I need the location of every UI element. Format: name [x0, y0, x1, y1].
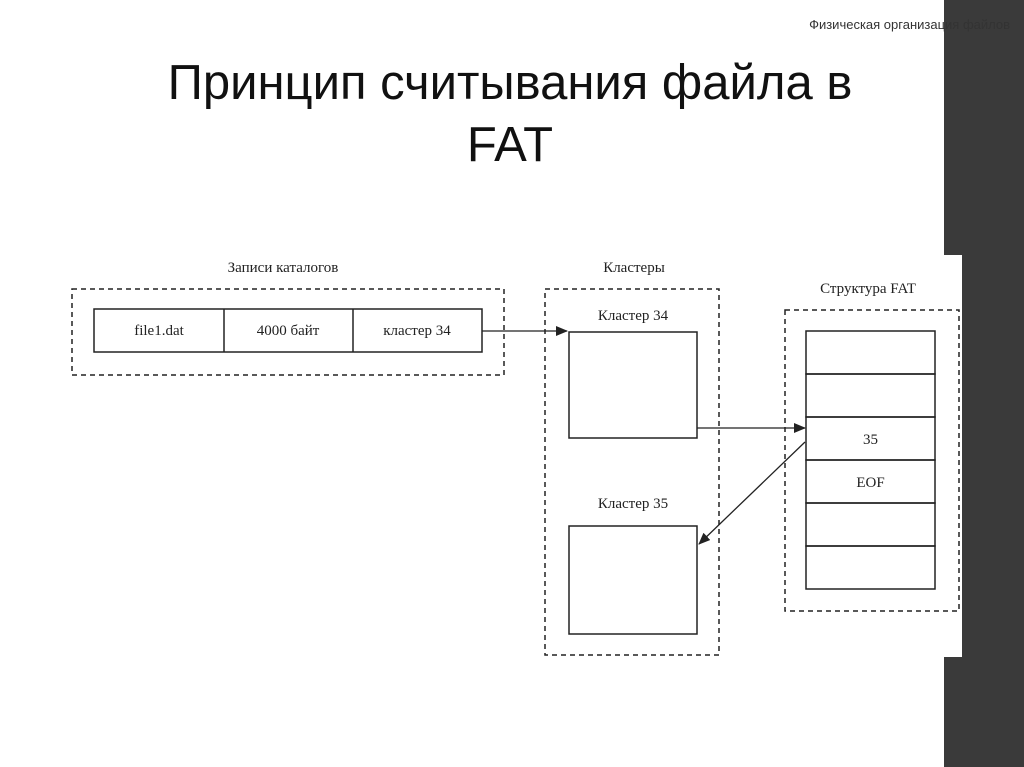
clusters-group-label: Кластеры: [603, 260, 665, 276]
directory-entry-file-name: file1.dat: [134, 323, 184, 339]
slide-title-line-1: Принцип считывания файла в: [167, 56, 853, 110]
cluster-35-label: Кластер 35: [598, 496, 668, 512]
fat-cell: [805, 373, 936, 418]
fat-cell: [805, 330, 936, 375]
slide-title: Принцип считывания файла в FAT: [30, 52, 990, 176]
directory-entry-file-size: 4000 байт: [257, 323, 320, 339]
slide-title-line-2: FAT: [466, 118, 554, 172]
fat-group-label: Структура FAT: [820, 281, 916, 297]
side-bar-top: [944, 0, 1024, 255]
fat-group-frame: [784, 309, 960, 612]
clusters-group-frame: [544, 288, 720, 656]
slide-topic: Физическая организация файлов: [809, 17, 1010, 32]
arrow-fat-to-cluster-35: [698, 441, 806, 545]
fat-cell-value: 35: [863, 432, 878, 448]
cluster-34-box: [568, 331, 698, 439]
directory-group-frame: [71, 288, 505, 376]
fat-cell-value: EOF: [856, 475, 884, 491]
directory-group-label: Записи каталогов: [228, 260, 339, 276]
fat-cell: [805, 502, 936, 547]
side-bar-right-strip: [962, 255, 1024, 657]
cluster-34-label: Кластер 34: [598, 308, 669, 324]
directory-entry-first-cluster: кластер 34: [383, 323, 451, 339]
fat-cell: [805, 545, 936, 590]
side-bar-bottom: [944, 657, 1024, 767]
cluster-35-box: [568, 525, 698, 635]
